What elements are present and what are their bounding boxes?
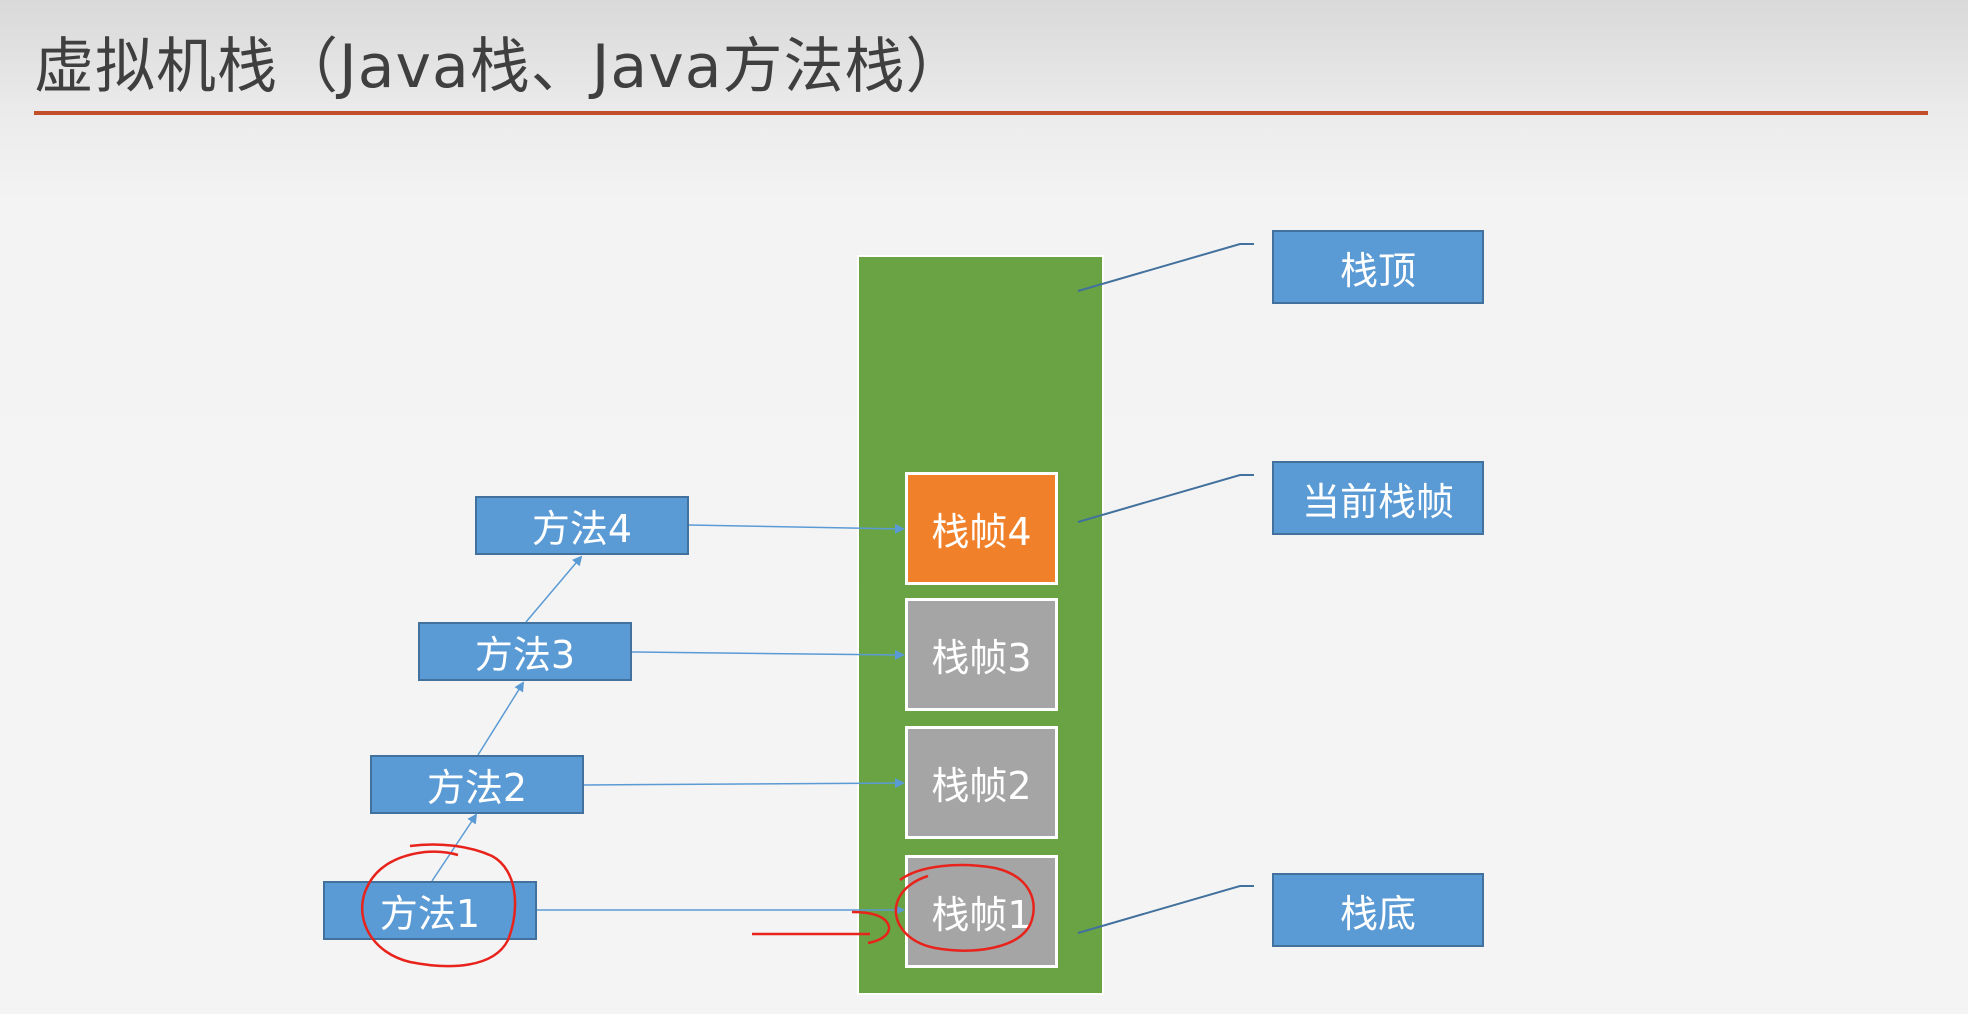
- method-2-box: 方法2: [370, 755, 584, 814]
- stack-bottom-callout: 栈底: [1272, 873, 1484, 947]
- call-arrow-2-to-3: [477, 681, 525, 756]
- slide-title: 虚拟机栈（Java栈、Java方法栈）: [34, 32, 967, 102]
- current-frame-callout: 当前栈帧: [1272, 461, 1484, 535]
- annotation-bracket: [851, 910, 891, 945]
- method-2-to-frame-2-line: [583, 778, 905, 789]
- method-1-box: 方法1: [323, 881, 537, 940]
- call-arrow-1-to-2: [431, 813, 478, 882]
- stack-frame-3: 栈帧3: [905, 598, 1058, 711]
- method-3-box: 方法3: [418, 622, 632, 681]
- stack-top-callout: 栈顶: [1272, 230, 1484, 304]
- stack-bottom-leader: [1077, 885, 1254, 934]
- method-3-to-frame-3-line: [631, 649, 905, 660]
- annotation-circle-frame-1: [894, 863, 1035, 952]
- annotation-circle-method-1: [360, 843, 517, 968]
- method-4-to-frame-4-line: [688, 523, 905, 534]
- stack-top-leader: [1077, 243, 1254, 292]
- current-frame-leader: [1077, 474, 1254, 523]
- stack-frame-4: 栈帧4: [905, 472, 1058, 585]
- title-underline: [34, 111, 1928, 115]
- call-arrow-3-to-4: [525, 555, 583, 623]
- stack-frame-2: 栈帧2: [905, 726, 1058, 839]
- method-4-box: 方法4: [475, 496, 689, 555]
